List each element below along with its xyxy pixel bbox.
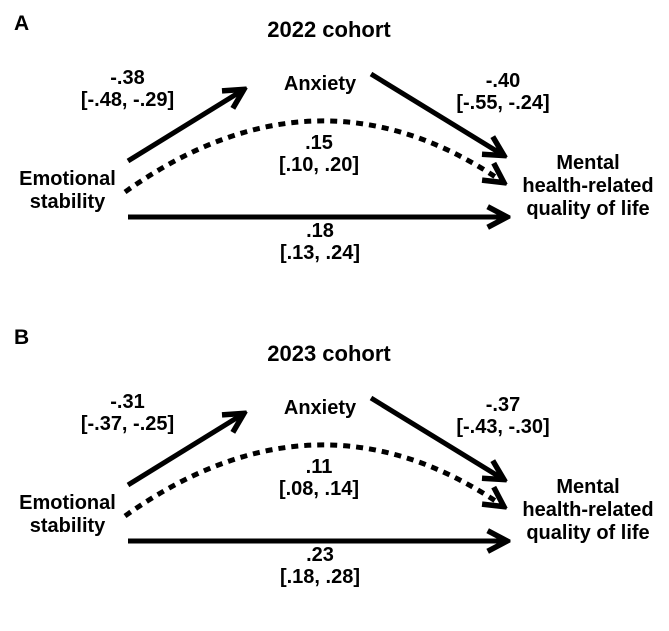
panel-label: B [14,326,30,349]
a-path-arrow [126,414,243,488]
panel-label: A [14,12,30,35]
path-arrows [123,71,669,315]
indirect-effect-estimate: .15 [305,132,333,154]
predictor-node: Emotional stability [19,492,116,537]
a-path-estimate: -.31 [110,391,145,413]
cohort-title: 2022 cohort [267,17,391,42]
b-path-arrow [369,395,503,479]
panel-a-2022-cohort: A 2022 cohort -.38 [-.48, -.29] -.40 [-.… [0,0,669,315]
direct-effect-estimate: .18 [306,220,334,242]
b-path-estimate: -.37 [485,394,521,416]
direct-effect-coefficient: .18 [.13, .24] [245,220,395,264]
indirect-effect-coefficient: .15 [.10, .20] [244,132,394,176]
a-path-coefficient: -.31 [-.37, -.25] [40,391,215,435]
mediator-node: Anxiety [283,397,357,419]
panel-b-2023-cohort: B 2023 cohort -.31 [-.37, -.25] -.37 [-.… [0,324,669,631]
predictor-node: Emotional stability [19,168,116,213]
cohort-title: 2023 cohort [267,341,391,366]
indirect-effect-coefficient: .11 [.08, .14] [244,456,394,500]
direct-effect-estimate: .23 [306,544,334,566]
a-path-coefficient: -.38 [-.48, -.29] [40,67,215,111]
a-path-ci: [-.48, -.29] [80,89,175,111]
indirect-effect-ci: [.08, .14] [278,478,360,500]
direct-effect-ci: [.13, .24] [279,242,361,264]
indirect-effect-estimate: .11 [305,456,333,478]
b-path-ci: [-.55, -.24] [456,92,550,114]
mediator-node: Anxiety [283,73,357,95]
outcome-node: Mental health-related quality of life [522,152,654,220]
indirect-effect-ci: [.10, .20] [278,154,360,176]
b-path-ci: [-.43, -.30] [456,416,550,438]
a-path-estimate: -.38 [110,67,145,89]
b-path-arrow [369,71,503,155]
a-path-ci: [-.37, -.25] [80,413,175,435]
outcome-node: Mental health-related quality of life [522,476,654,544]
direct-effect-ci: [.18, .28] [279,566,361,588]
a-path-arrow [126,90,243,164]
b-path-coefficient: -.37 [-.43, -.30] [428,394,578,438]
b-path-estimate: -.40 [485,70,521,92]
direct-effect-coefficient: .23 [.18, .28] [245,544,395,588]
path-arrows [123,395,669,631]
b-path-coefficient: -.40 [-.55, -.24] [428,70,578,114]
